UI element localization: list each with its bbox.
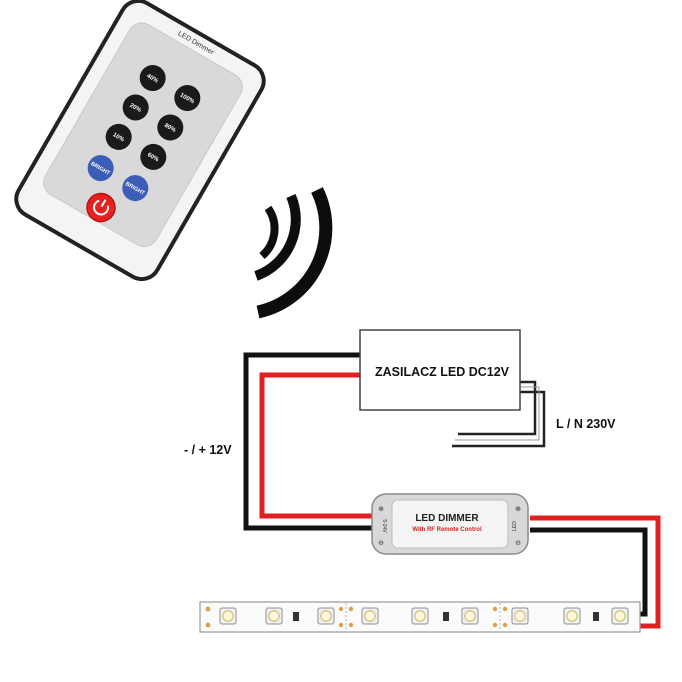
resistor [443,612,449,621]
dimmer-input-port: ⊕ 5-24V ⊖ [378,506,387,547]
wire-dc-positive [259,372,372,519]
remote-button-5[interactable]: 10% [101,119,137,155]
svg-text:60%: 60% [146,152,160,164]
solder-pad [205,606,211,612]
solder-pad [348,606,354,612]
remote-control: LED Dimmer 40% 100% 20% 80% 10% 60% [14,0,266,282]
power-supply-label: ZASILACZ LED DC12V [375,365,510,379]
led-emitter [614,610,626,622]
wire-mains-n [452,390,546,448]
power-icon [93,199,110,216]
remote-button-6[interactable]: 60% [136,139,172,175]
led-dimmer-module: LED DIMMER With RF Remote Control ⊕ 5-24… [371,493,529,555]
solder-pad [348,622,354,628]
remote-bright-up-button[interactable]: BRIGHT [83,150,119,186]
led-emitter [320,610,332,622]
remote-button-1[interactable]: 40% [135,60,171,96]
svg-text:5-24V: 5-24V [381,519,387,533]
remote-button-2[interactable]: 100% [170,80,206,116]
dc-voltage-label: - / + 12V [184,443,232,457]
led-emitter [414,610,426,622]
minus-icon: ⊖ [378,540,384,547]
led-emitter [364,610,376,622]
plus-icon: ⊕ [515,506,521,513]
resistor [593,612,599,621]
svg-text:80%: 80% [163,123,177,135]
solder-pad [502,606,508,612]
wire-dc-negative [243,352,372,531]
solder-pad [502,622,508,628]
solder-pad [338,606,344,612]
led-emitter [222,610,234,622]
svg-text:10%: 10% [111,132,125,144]
solder-pad [492,622,498,628]
wire-led-negative [530,527,648,617]
resistor [293,612,299,621]
wire-mains-l [458,380,537,436]
led-emitter [268,610,280,622]
led-emitter [464,610,476,622]
mains-voltage-label: L / N 230V [556,417,616,431]
svg-text:20%: 20% [128,103,142,115]
wire-led-positive [530,515,661,629]
svg-text:40%: 40% [145,73,159,85]
led-strip [199,601,641,633]
led-emitter [566,610,578,622]
wire-mains-inner [455,386,540,441]
rf-signal-icon [254,187,333,319]
svg-text:LED: LED [512,521,518,531]
solder-pad [205,622,211,628]
power-supply: ZASILACZ LED DC12V [359,329,521,411]
dimmer-title: LED DIMMER [415,513,479,524]
minus-icon: ⊖ [515,540,521,547]
remote-button-3[interactable]: 20% [118,90,154,126]
plus-icon: ⊕ [378,506,384,513]
dimmer-subtitle: With RF Remote Control [412,527,482,533]
solder-pad [338,622,344,628]
solder-pad [492,606,498,612]
led-emitter [514,610,526,622]
remote-bright-down-button[interactable]: BRIGHT [118,170,154,206]
remote-power-button[interactable] [82,188,120,226]
dimmer-output-port: ⊕ LED ⊖ [512,506,521,547]
remote-button-4[interactable]: 80% [153,110,189,146]
